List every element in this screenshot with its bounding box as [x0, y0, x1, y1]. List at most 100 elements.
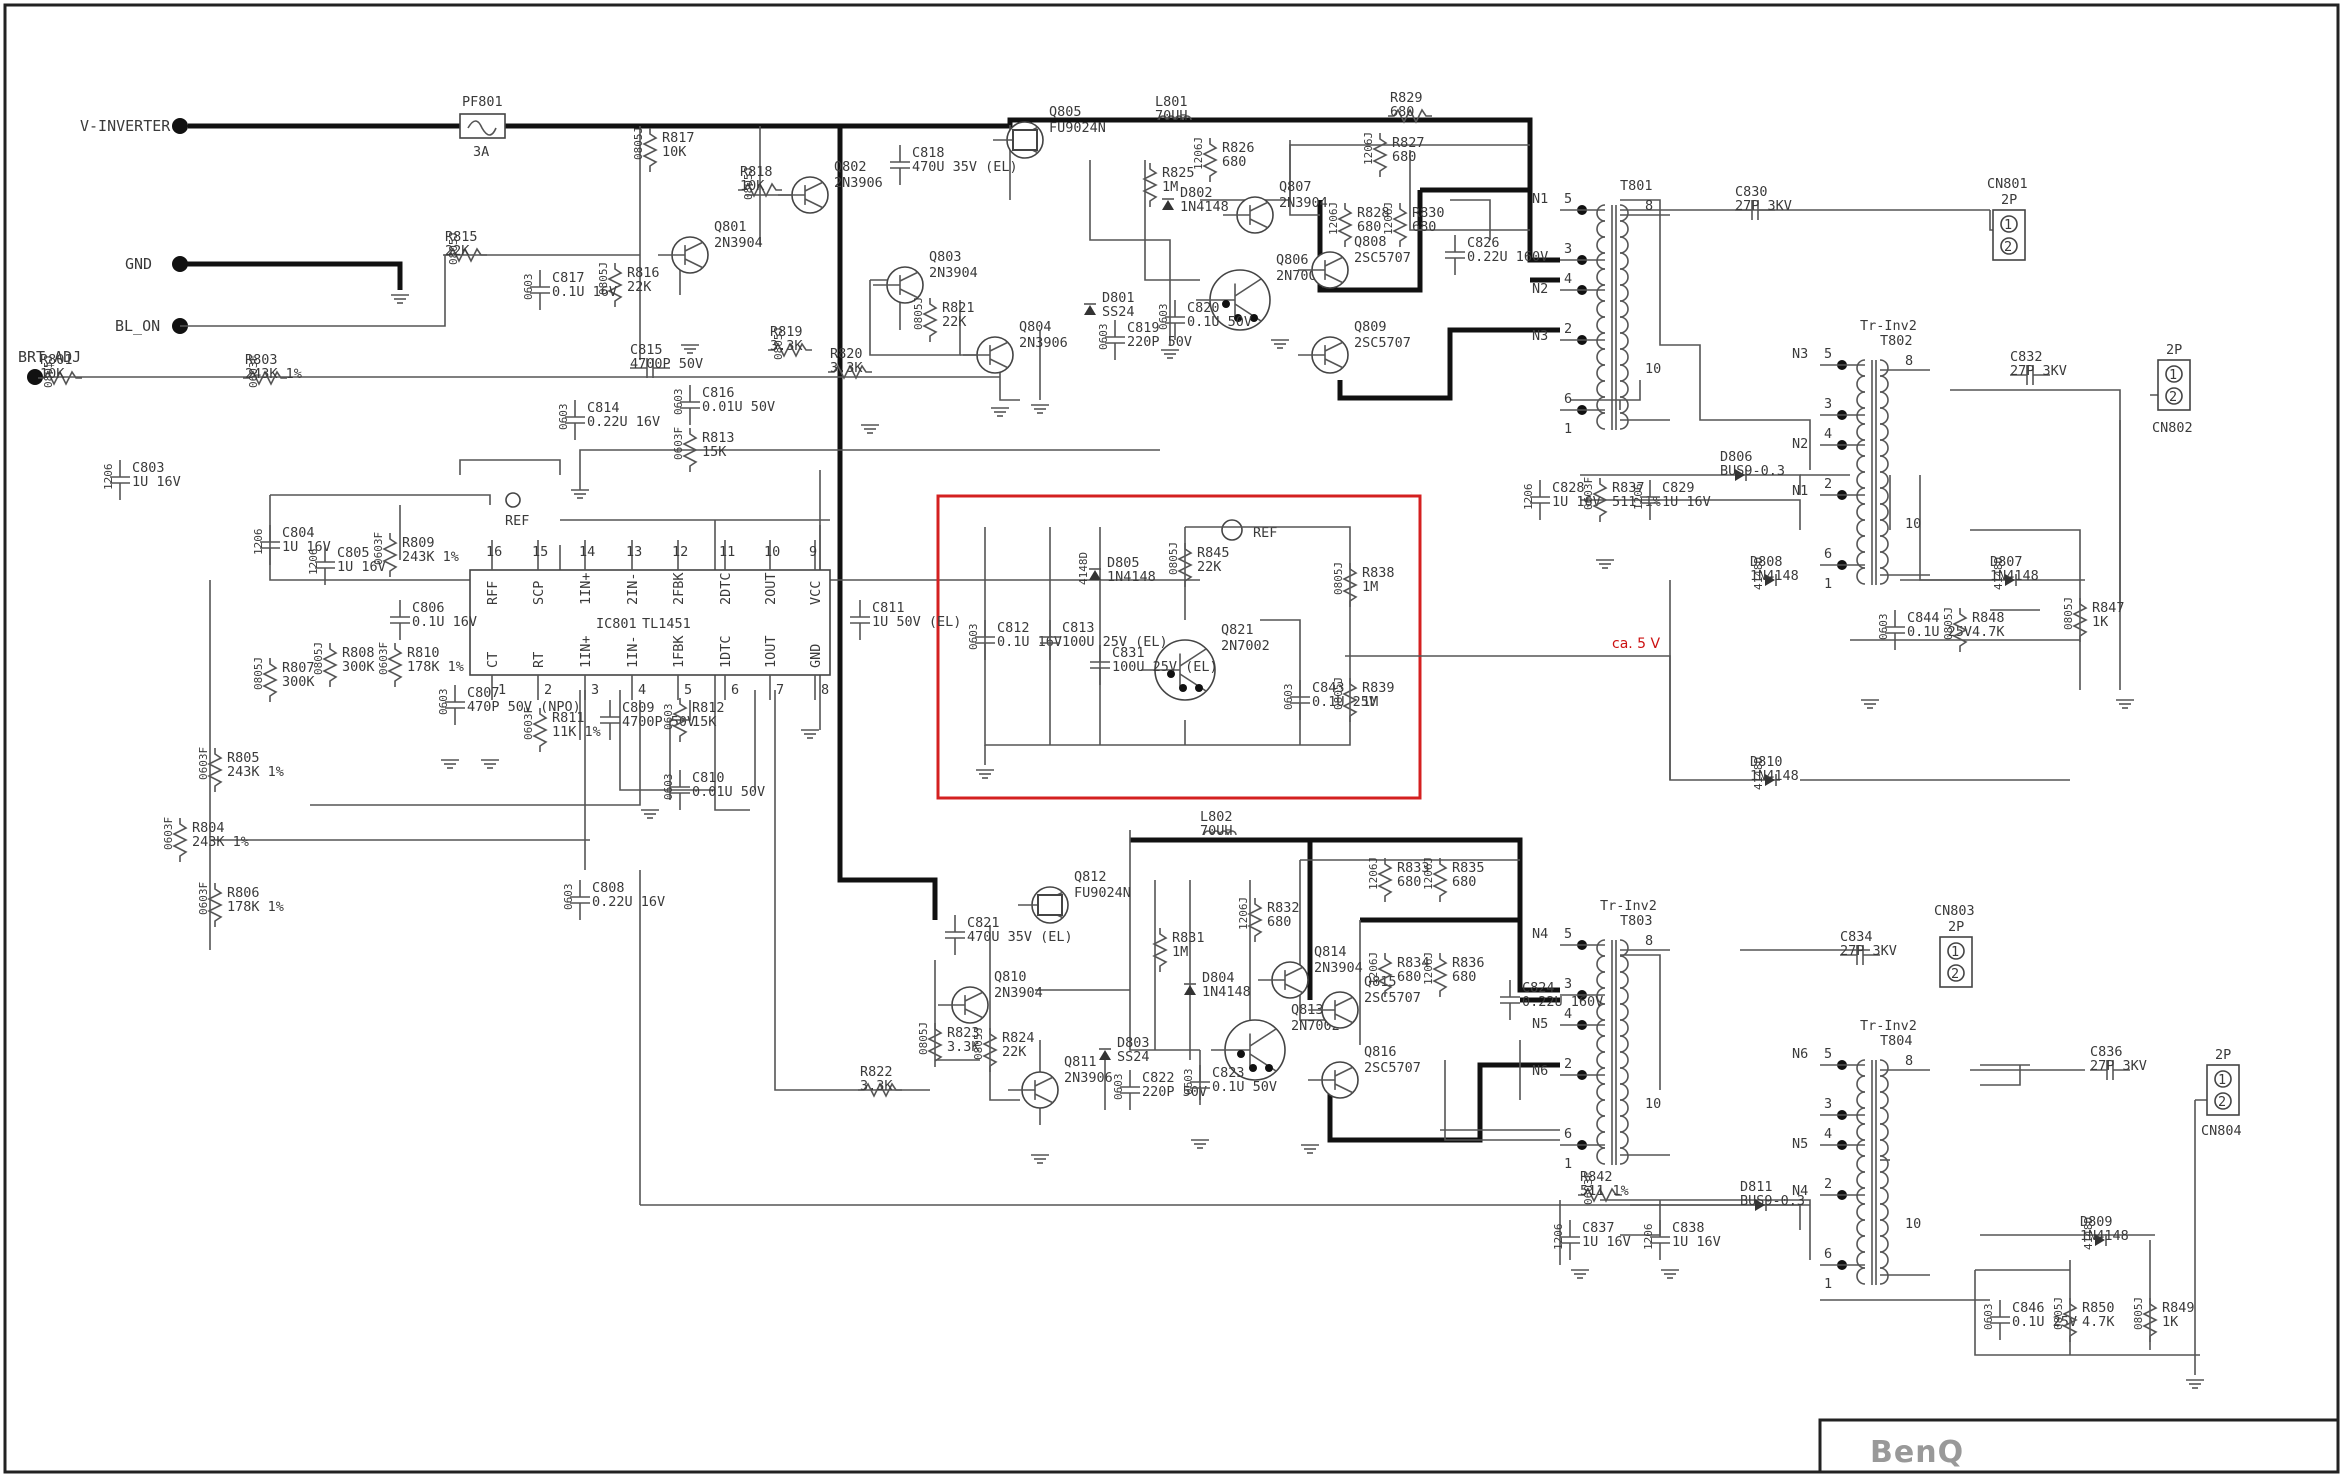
component-ref: R827	[1392, 135, 1425, 151]
transistor-ref: Q806	[1276, 252, 1309, 268]
component-ref: R818	[740, 164, 773, 180]
component-ref: C829	[1662, 480, 1695, 496]
component-ref: D802	[1180, 185, 1213, 201]
component-value: SS24	[1102, 304, 1135, 320]
component-package: 1206	[252, 529, 265, 556]
component-package: 0805J	[2132, 1297, 2145, 1330]
component-package: 4148D	[2082, 1217, 2095, 1250]
transformer-pin-number: 10	[1645, 1096, 1661, 1112]
component-value: 1U 50V (EL)	[872, 614, 961, 630]
component-package: 0603F	[1582, 1172, 1595, 1205]
connector-type: 2P	[2001, 192, 2017, 208]
component-package: 0805J	[1332, 677, 1345, 710]
component-package: 1206J	[1327, 202, 1340, 235]
transistor-ref: Q812	[1074, 869, 1107, 885]
component-value: 1N4148	[1990, 568, 2039, 584]
component-package: 0603	[437, 689, 450, 716]
transformer-title: Tr-Inv2	[1860, 1018, 1917, 1034]
component-package: 4148D	[1752, 557, 1765, 590]
component-value: 243K 1%	[245, 366, 302, 382]
fuse-ref: PF801	[462, 94, 503, 110]
transformer-pin-number: 4	[1824, 426, 1832, 442]
component-value: 680	[1397, 969, 1421, 985]
component-ref: C821	[967, 915, 1000, 931]
component-value: 3.3K	[770, 338, 803, 354]
component-ref: C810	[692, 770, 725, 786]
winding-label: N2	[1792, 436, 1808, 452]
ic-body	[469, 569, 831, 676]
component-value: 22K	[942, 314, 967, 330]
component-value: 10K	[740, 178, 765, 194]
winding-label: N3	[1792, 346, 1808, 362]
component-ref: R803	[245, 352, 278, 368]
ic-bottom-pin-number: 2	[544, 682, 552, 698]
component-ref: C844	[1907, 610, 1940, 626]
transformer-pin-number: 6	[1564, 391, 1572, 407]
input-signals: V-INVERTER GND BL_ON BRT_ADJ	[18, 117, 188, 385]
connector-pin-2: 2	[2169, 389, 2177, 405]
component-ref: R834	[1397, 955, 1430, 971]
component-package: 0805J	[2052, 1297, 2065, 1330]
component-package: 0805J	[597, 262, 610, 295]
component-value: 0.1U 16V	[997, 634, 1062, 650]
transistor-ref: Q804	[1019, 319, 1052, 335]
component-value: 470P 50V (NPO)	[467, 699, 581, 715]
component-value: 243K 1%	[192, 834, 249, 850]
transformer-pin-number: 8	[1645, 198, 1653, 214]
ic-bottom-pin-number: 3	[591, 682, 599, 698]
component-package: 0603F	[1582, 477, 1595, 510]
component-ref: R848	[1972, 610, 2005, 626]
component-ref: C804	[282, 525, 315, 541]
component-value: 680	[1412, 219, 1436, 235]
component-value: 0.22U 16V	[592, 894, 665, 910]
winding-label: N4	[1532, 926, 1548, 942]
ic-bottom-pin-number: 6	[731, 682, 739, 698]
component-ref: C813	[1062, 620, 1095, 636]
component-ref: D807	[1990, 554, 2023, 570]
transformer-pin-number: 5	[1564, 926, 1572, 942]
ic-top-pin-number: 11	[719, 544, 735, 560]
component-package: 0603F	[372, 532, 385, 565]
ic-bottom-pin-label: 1IN+	[578, 635, 594, 668]
ic-bottom-pin-number: 7	[776, 682, 784, 698]
transistor-ref: Q809	[1354, 319, 1387, 335]
brt-adj-terminal	[27, 369, 43, 385]
connector-type: 2P	[2166, 342, 2182, 358]
transformer-pin-number: 2	[1824, 1176, 1832, 1192]
connector-pin-1: 1	[1951, 944, 1959, 960]
component-ref: R805	[227, 750, 260, 766]
component-ref: R809	[402, 535, 435, 551]
component-ref: R849	[2162, 1300, 2195, 1316]
component-value: 680	[1452, 874, 1476, 890]
component-package: 0603	[662, 704, 675, 731]
component-ref: C809	[622, 700, 655, 716]
component-value: BUS9-0.3	[1740, 1193, 1805, 1209]
component-value: 22K	[1002, 1044, 1027, 1060]
component-package: 0603F	[197, 747, 210, 780]
